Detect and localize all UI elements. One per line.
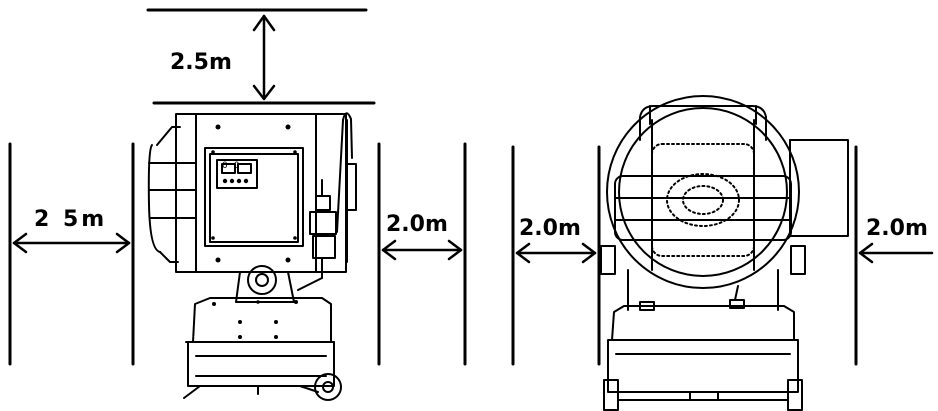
front-left-clearance-label: 2.0m	[519, 216, 581, 241]
control-panel-display: 00	[222, 161, 246, 171]
side-left-dimension-arrow	[12, 232, 131, 254]
side-view-bolts	[211, 124, 298, 339]
top-clearance-dimension	[146, 8, 376, 105]
side-right-clearance-label: 2.0m	[386, 212, 448, 237]
control-panel-buttons	[222, 178, 249, 184]
heater-front-view	[600, 95, 849, 411]
top-clearance-label: 2.5m	[170, 50, 232, 75]
front-right-dimension-arrow	[858, 242, 934, 264]
heater-side-view	[147, 112, 357, 401]
front-left-dimension-arrow	[515, 242, 597, 264]
side-left-clearance-label: 2 5m	[34, 207, 108, 232]
front-right-clearance-label: 2.0m	[866, 216, 928, 241]
side-right-dimension-arrow	[381, 239, 463, 261]
